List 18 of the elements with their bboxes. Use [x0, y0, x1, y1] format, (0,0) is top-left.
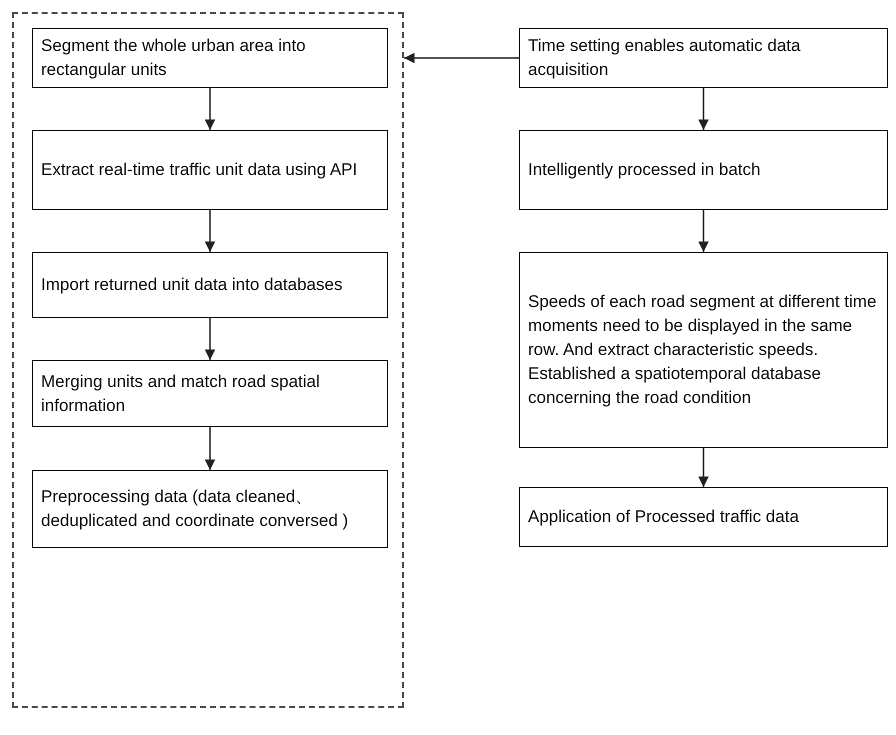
- process-box: Preprocessing data (data cleaned、deduplicated and coordinate conversed ): [32, 470, 388, 548]
- process-box: Time setting enables automatic data acquisition: [519, 28, 888, 88]
- arrow: [204, 318, 216, 360]
- process-box: Application of Processed traffic data: [519, 487, 888, 547]
- arrow: [698, 448, 709, 487]
- arrow: [204, 210, 216, 252]
- arrow: [204, 88, 216, 130]
- arrow: [698, 210, 709, 252]
- process-box: Speeds of each road segment at different time moments need to be displayed in the same row. And extract characteristic speeds. Established a spatiotemporal database concerning the road condition: [519, 252, 888, 448]
- process-box: Import returned unit data into databases: [32, 252, 388, 318]
- process-box: Merging units and match road spatial information: [32, 360, 388, 427]
- process-box: Segment the whole urban area into rectangular units: [32, 28, 388, 88]
- process-box: Extract real-time traffic unit data using API: [32, 130, 388, 210]
- arrow: [204, 427, 216, 470]
- arrow: [698, 88, 709, 130]
- dashed-group-frame: [12, 12, 404, 708]
- process-box: Intelligently processed in batch: [519, 130, 888, 210]
- arrow: [404, 52, 519, 64]
